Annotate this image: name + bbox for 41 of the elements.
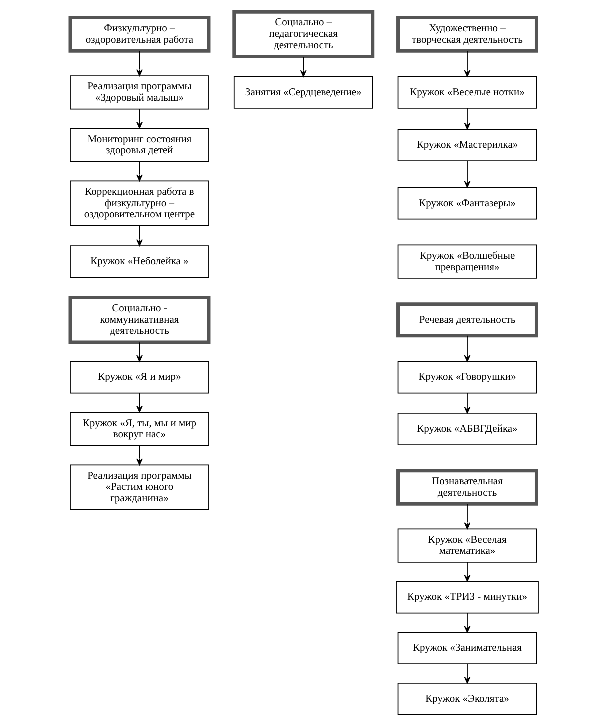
node-box: Познавательная деятельность — [396, 469, 538, 506]
node-box: Кружок «Волшебные превращения» — [398, 244, 538, 279]
node-box: Кружок «Эколята» — [398, 682, 538, 716]
arrow — [136, 162, 143, 182]
arrow — [464, 612, 471, 633]
node-box: Реализация программы «Растим юного гражданина» — [70, 464, 210, 510]
node-box: Социально – педагогическая деятельность — [232, 10, 375, 59]
node-box: Кружок «Я, ты, мы и мир вокруг нас» — [70, 412, 210, 446]
arrow — [464, 504, 471, 530]
arrow — [136, 108, 143, 129]
node-box: Кружок «Фантазеры» — [398, 187, 538, 220]
node-box: Кружок «Говорушки» — [398, 361, 538, 394]
node-box: Художественно – творческая деятельность — [396, 16, 538, 53]
node-box: Мониторинг состояния здоровья детей — [70, 128, 210, 162]
arrow — [464, 50, 471, 78]
node-box: Кружок «Я и мир» — [70, 361, 210, 394]
node-box: Коррекционная работа в физкультурно – оздоровительном центре — [70, 180, 210, 226]
arrow — [464, 392, 471, 414]
arrow — [136, 50, 143, 76]
arrow — [464, 562, 471, 582]
arrow — [464, 335, 471, 362]
node-box: Кружок «Веселая математика» — [398, 528, 538, 563]
node-box: Занятия «Сердцеведение» — [234, 76, 374, 109]
node-box: Социально - коммуникативная деятельность — [68, 296, 211, 344]
node-box: Реализация программы «Здоровый малыш» — [70, 76, 210, 110]
arrow — [136, 446, 143, 466]
arrow — [300, 56, 307, 78]
node-box: Кружок «ТРИЗ - минутки» — [396, 581, 539, 614]
node-box: Кружок «АБВГДейка» — [398, 413, 538, 446]
arrow — [136, 392, 143, 413]
arrow — [464, 664, 471, 684]
node-box: Кружок «Мастерилка» — [398, 129, 538, 162]
arrow — [464, 108, 471, 130]
node-box: Кружок «Веселые нотки» — [398, 76, 538, 109]
arrow — [464, 160, 471, 188]
node-box: Кружок «Занимательная — [398, 632, 538, 665]
arrow — [136, 342, 143, 362]
node-box: Физкультурно – оздоровительная работа — [68, 16, 211, 53]
node-box: Речевая деятельность — [396, 302, 538, 338]
node-box: Кружок «Неболейка » — [70, 246, 210, 278]
arrow — [136, 226, 143, 246]
